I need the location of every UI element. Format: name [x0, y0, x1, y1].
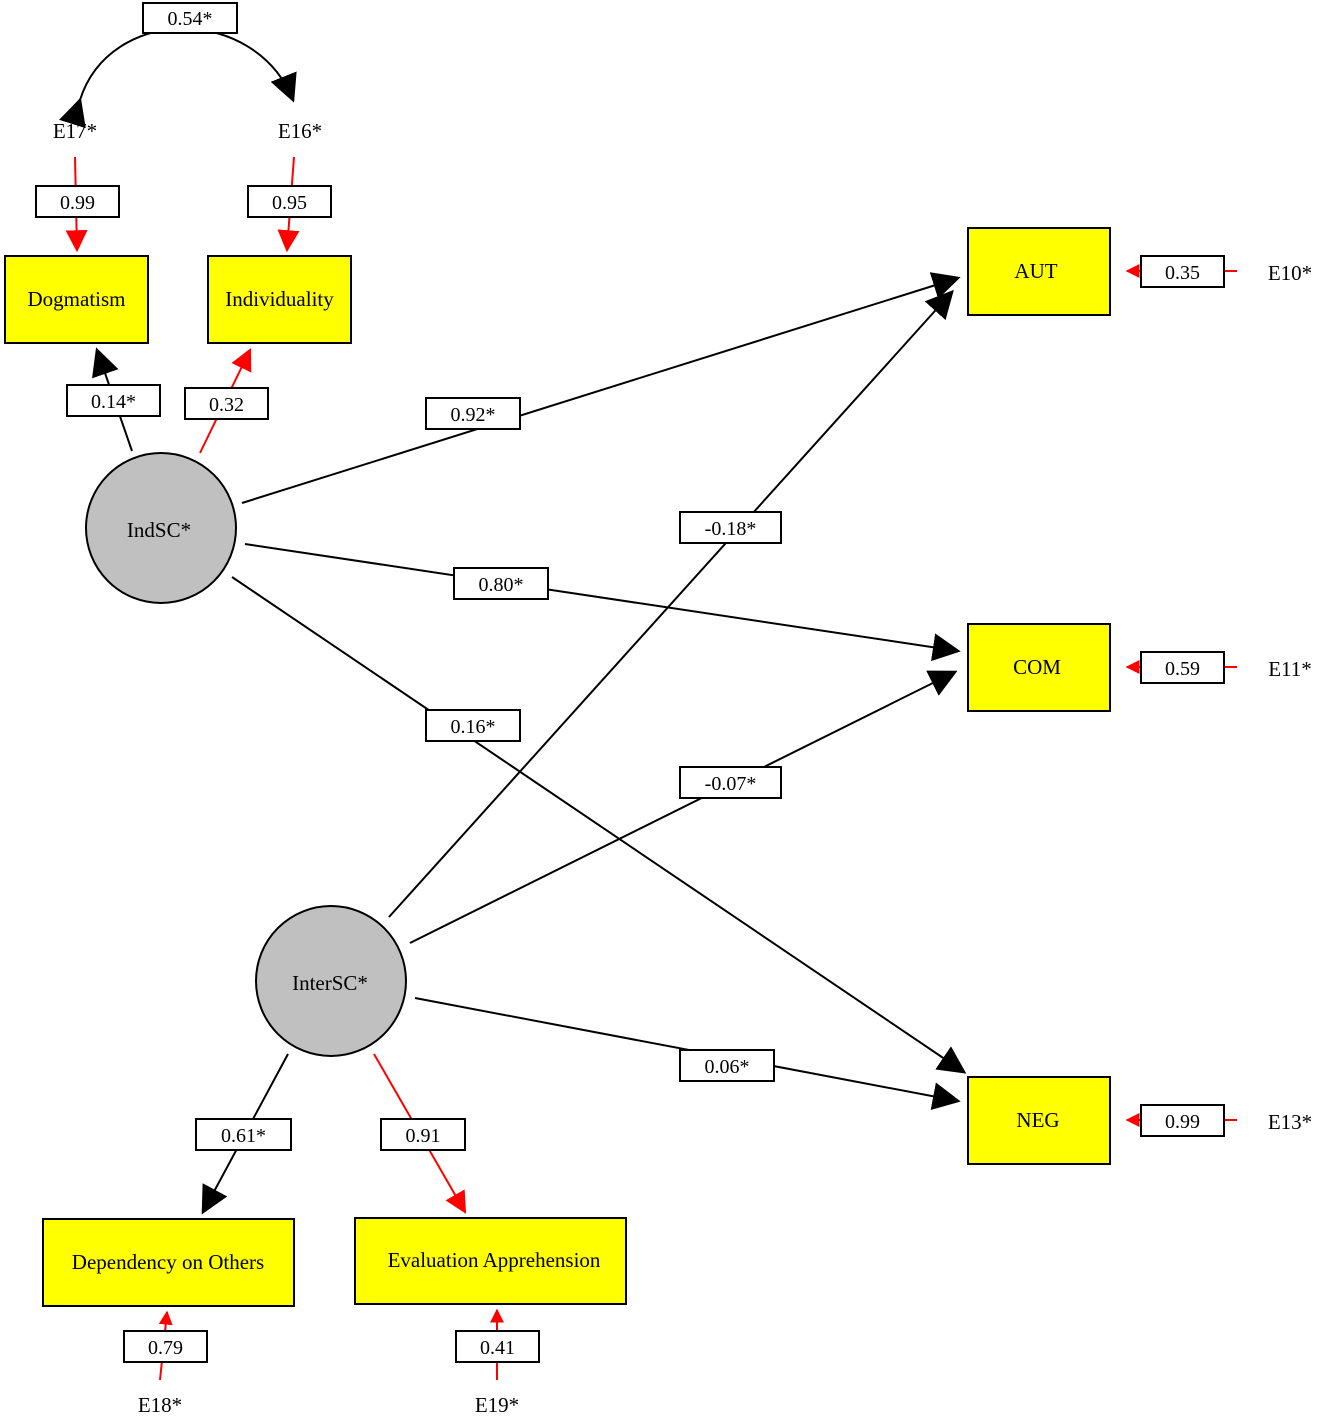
coef-indsc-dogmatism: 0.14*: [66, 384, 161, 417]
node-com[interactable]: COM: [967, 623, 1111, 712]
coef-e19-evaluation: 0.41: [455, 1330, 540, 1363]
svg-text:0.41: 0.41: [480, 1337, 515, 1359]
coef-intersc-aut: -0.18*: [679, 511, 782, 544]
coef-indsc-individuality: 0.32: [184, 387, 269, 420]
coef-indsc-com: 0.80*: [453, 567, 549, 600]
node-neg-label: NEG: [1016, 1108, 1059, 1132]
coef-intersc-neg: 0.06*: [679, 1049, 775, 1082]
error-terms: E17* E16* E10* E11* E13* E18* E19*: [53, 119, 1312, 1417]
svg-text:0.32: 0.32: [209, 394, 244, 416]
node-aut[interactable]: AUT: [967, 227, 1111, 316]
svg-text:0.54*: 0.54*: [168, 8, 213, 30]
observed-variables: Dogmatism Individuality AUT COM NEG Depe…: [4, 227, 1111, 1307]
svg-text:0.79: 0.79: [148, 1337, 183, 1359]
svg-text:0.91: 0.91: [406, 1125, 441, 1147]
error-e13: E13*: [1268, 1110, 1312, 1134]
coef-intersc-com: -0.07*: [679, 766, 782, 799]
svg-text:0.16*: 0.16*: [451, 716, 496, 738]
error-e19: E19*: [475, 1393, 519, 1417]
coef-intersc-dependency: 0.61*: [195, 1118, 292, 1151]
node-indsc[interactable]: IndSC*: [85, 452, 237, 604]
node-com-label: COM: [1013, 655, 1061, 679]
node-neg[interactable]: NEG: [967, 1076, 1111, 1165]
svg-text:0.99: 0.99: [1165, 1111, 1200, 1133]
node-evaluation-label: Evaluation Apprehension: [388, 1248, 601, 1272]
coef-e10-aut: 0.35: [1140, 255, 1225, 288]
path-indsc-com: [244, 543, 961, 662]
svg-text:0.61*: 0.61*: [221, 1125, 266, 1147]
path-intersc-com: [409, 670, 958, 944]
svg-text:0.99: 0.99: [60, 192, 95, 214]
covariance-e17-e16-path: [59, 27, 297, 129]
node-indsc-label: IndSC*: [127, 518, 191, 542]
error-e10: E10*: [1268, 261, 1312, 285]
svg-text:0.95: 0.95: [272, 192, 307, 214]
coefficient-labels: 0.54* 0.99 0.95 0.14* 0.32 0.92* -0.18*: [35, 2, 1225, 1363]
error-e17: E17*: [53, 119, 97, 143]
path-indsc-aut: [241, 272, 961, 504]
latent-variables: IndSC* InterSC*: [85, 452, 407, 1057]
svg-text:0.80*: 0.80*: [479, 574, 524, 596]
path-indsc-neg: [231, 576, 967, 1074]
coef-e17-dogmatism: 0.99: [35, 185, 120, 218]
svg-text:-0.07*: -0.07*: [705, 773, 757, 795]
node-individuality[interactable]: Individuality: [207, 255, 352, 344]
svg-text:0.92*: 0.92*: [451, 404, 496, 426]
svg-text:0.35: 0.35: [1165, 262, 1200, 284]
coef-indsc-aut: 0.92*: [425, 397, 521, 430]
coef-e13-neg: 0.99: [1140, 1104, 1225, 1137]
node-intersc[interactable]: InterSC*: [255, 905, 407, 1057]
coef-e11-com: 0.59: [1140, 651, 1225, 684]
coef-indsc-neg: 0.16*: [425, 709, 521, 742]
coef-intersc-evaluation: 0.91: [380, 1118, 466, 1151]
coef-e18-dependency: 0.79: [123, 1330, 208, 1363]
error-e11: E11*: [1268, 657, 1312, 681]
svg-text:-0.18*: -0.18*: [705, 518, 757, 540]
path-intersc-aut: [388, 289, 954, 918]
node-aut-label: AUT: [1014, 259, 1057, 283]
node-dogmatism[interactable]: Dogmatism: [4, 255, 149, 344]
node-evaluation-apprehension[interactable]: Evaluation Apprehension: [354, 1217, 627, 1305]
coef-e16-individuality: 0.95: [247, 185, 332, 218]
svg-text:0.06*: 0.06*: [705, 1056, 750, 1078]
node-dogmatism-label: Dogmatism: [28, 287, 126, 311]
node-intersc-label: InterSC*: [292, 971, 368, 995]
error-e16: E16*: [278, 119, 322, 143]
node-dependency-on-others[interactable]: Dependency on Others: [42, 1218, 295, 1307]
coef-e17-e16-covariance: 0.54*: [142, 2, 238, 34]
node-dependency-label: Dependency on Others: [72, 1250, 264, 1274]
svg-text:0.59: 0.59: [1165, 658, 1200, 680]
error-e18: E18*: [138, 1393, 182, 1417]
node-individuality-label: Individuality: [225, 287, 334, 311]
svg-text:0.14*: 0.14*: [91, 391, 136, 413]
